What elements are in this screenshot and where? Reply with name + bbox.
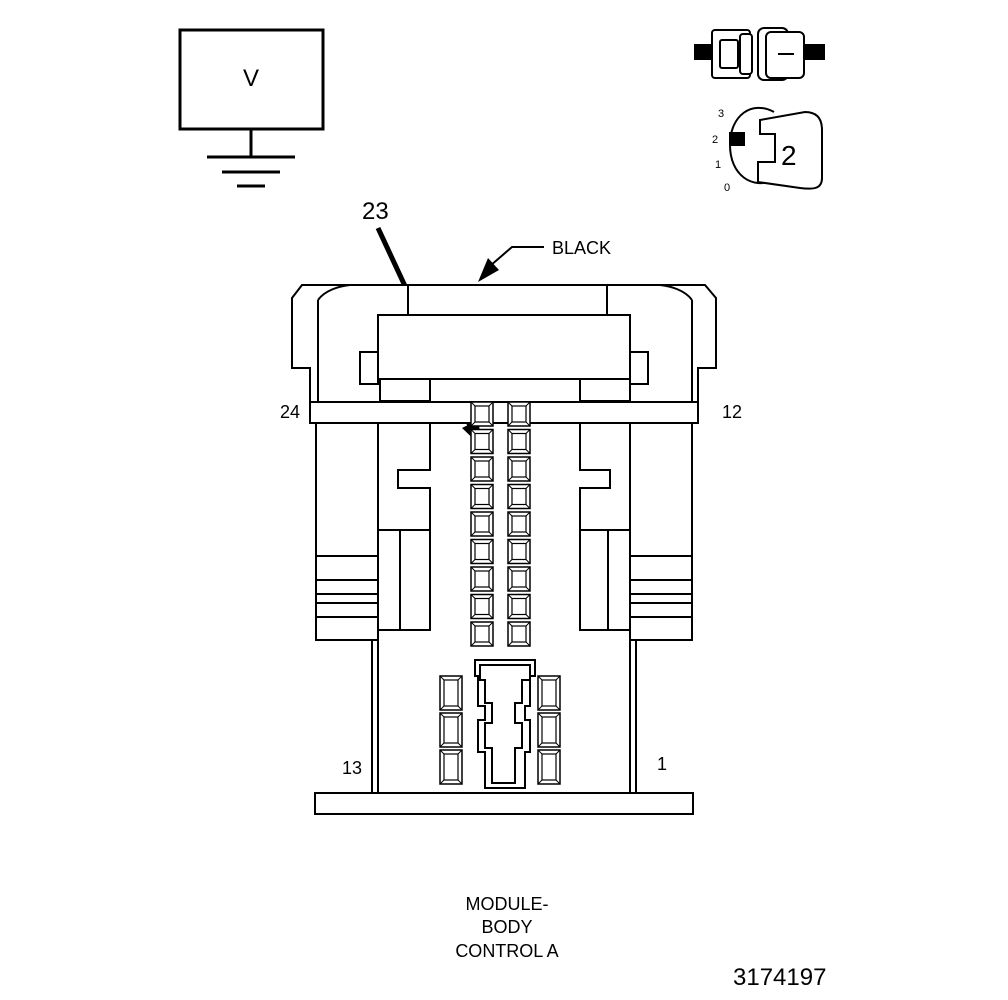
keying-post (474, 659, 536, 789)
connector-disconnected-icon (694, 27, 825, 81)
connector-color-label: BLACK (552, 238, 611, 258)
terminal-cavity (537, 749, 561, 785)
pin-label-1: 1 (657, 754, 667, 774)
voltmeter-symbol: V (243, 65, 259, 92)
terminal-cavity (507, 456, 531, 482)
terminal-cavity (470, 456, 494, 482)
pin-label-13: 13 (342, 758, 362, 778)
terminal-cavity (470, 428, 494, 455)
pin-label-24: 24 (280, 402, 300, 422)
ignition-selected-position: 2 (781, 140, 797, 171)
terminal-cavity (507, 483, 531, 510)
ignition-switch-icon (728, 106, 823, 190)
terminal-cavity (507, 593, 531, 620)
terminal-cavity (470, 566, 494, 592)
ignition-position-1: 1 (715, 159, 721, 171)
connector-color-leader (489, 246, 544, 267)
ignition-position-3: 3 (718, 108, 724, 120)
terminal-cavity (470, 401, 494, 427)
terminal-cavity (470, 593, 494, 620)
terminal-cavity (537, 675, 561, 711)
terminal-cavity (507, 401, 531, 427)
figure-id: 3174197 (733, 964, 826, 991)
terminal-cavity (439, 675, 463, 711)
terminal-cavity (507, 511, 531, 537)
terminal-cavity (470, 621, 494, 647)
terminal-cavity (439, 749, 463, 785)
ignition-position-0: 0 (724, 182, 730, 194)
terminal-cavity (537, 712, 561, 748)
terminal-cavity (507, 621, 531, 647)
ground-icon (207, 129, 295, 188)
connector-body (314, 422, 694, 815)
terminal-cavity (507, 428, 531, 455)
terminal-cavity (507, 566, 531, 592)
connector-color-arrowhead (478, 258, 499, 282)
connector-latch-band (309, 401, 699, 424)
ignition-position-2: 2 (712, 134, 718, 146)
terminal-cavity (470, 538, 494, 565)
terminal-cavity (470, 511, 494, 537)
component-name-line2: BODY (481, 917, 532, 937)
terminal-cavity (470, 483, 494, 510)
terminal-cavity (507, 538, 531, 565)
pin-label-12: 12 (722, 402, 742, 422)
component-name-line3: CONTROL A (455, 941, 558, 961)
component-name-line1: MODULE- (465, 894, 548, 914)
connector-housing (291, 284, 717, 403)
terminal-cavities (439, 401, 561, 785)
terminal-cavity (439, 712, 463, 748)
pin-callout-label: 23 (362, 198, 389, 225)
